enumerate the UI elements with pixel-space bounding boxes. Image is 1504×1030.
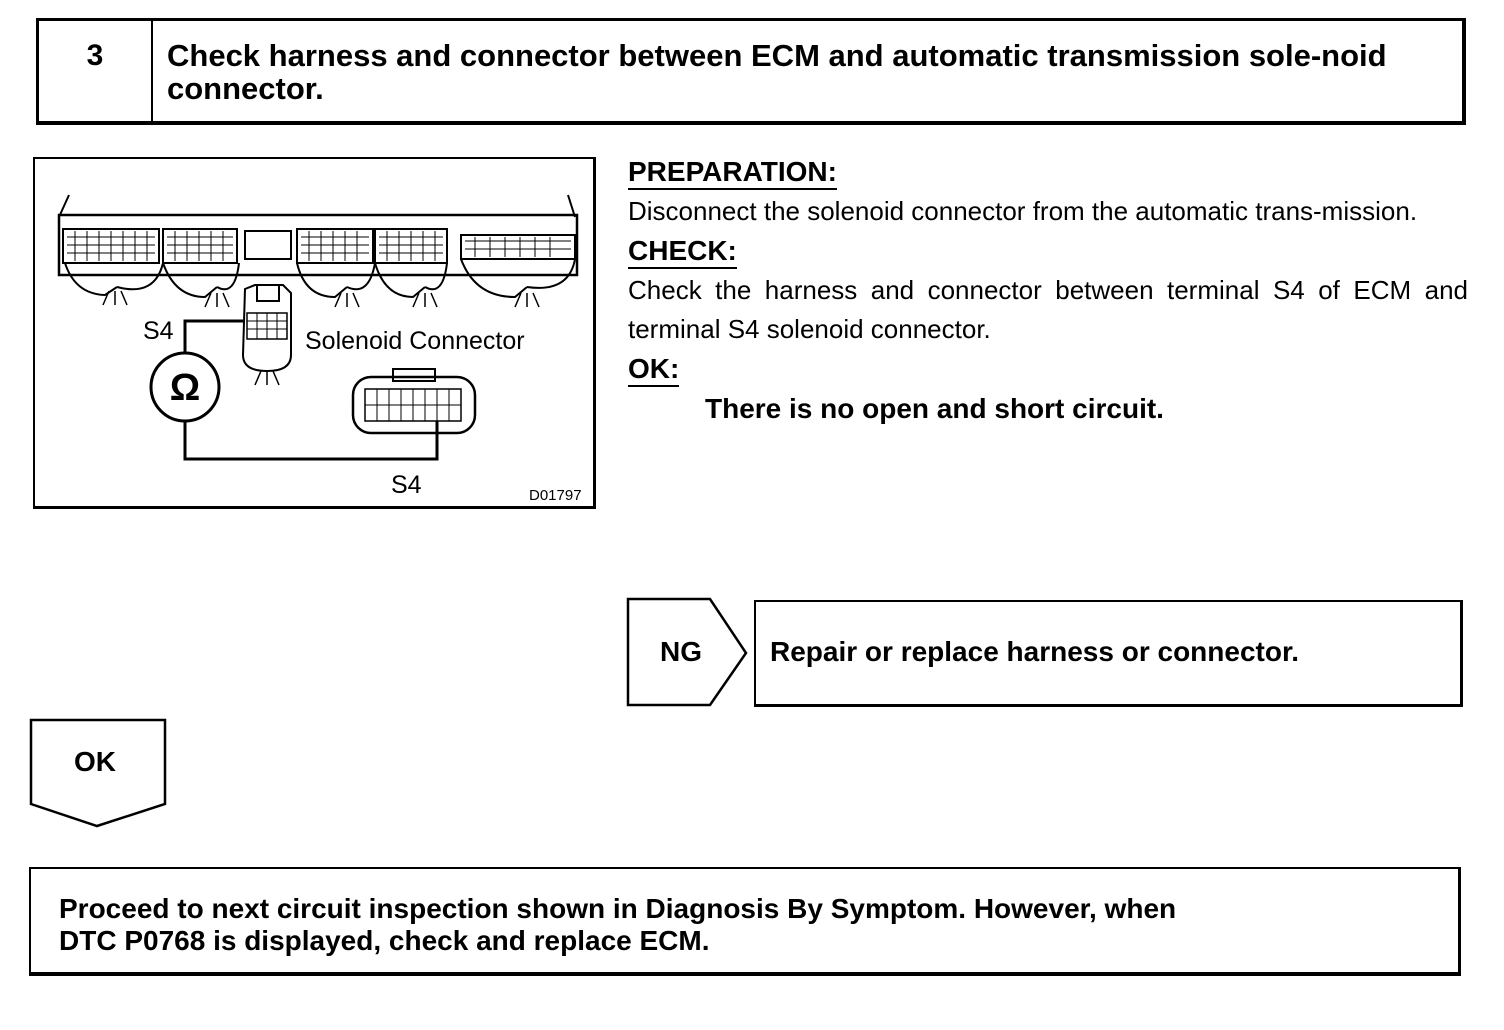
ng-result-box: Repair or replace harness or connector. (754, 600, 1463, 707)
instructions: PREPARATION: Disconnect the solenoid con… (628, 152, 1468, 428)
ok-result-text: There is no open and short circuit. (705, 393, 1164, 424)
preparation-text: Disconnect the solenoid connector from t… (628, 196, 1418, 226)
check-heading: CHECK: (628, 234, 737, 269)
final-action-box: Proceed to next circuit inspection shown… (29, 867, 1461, 976)
figure-code: D01797 (529, 487, 582, 504)
preparation-heading: PREPARATION: (628, 155, 837, 190)
final-line-2: DTC P0768 is displayed, check and replac… (59, 925, 710, 956)
label-s4-solenoid: S4 (391, 471, 422, 499)
label-s4-ecm: S4 (143, 317, 174, 345)
ok-heading: OK: (628, 352, 680, 387)
wiring-diagram: Ω S4 Solenoid Connector S4 D01797 (33, 157, 596, 509)
step-number: 3 (39, 21, 153, 121)
ok-label: OK (74, 746, 116, 777)
label-solenoid-connector: Solenoid Connector (305, 327, 525, 355)
check-text: Check the harness and connector between … (628, 275, 1468, 344)
ng-arrow-icon (626, 597, 748, 707)
ng-label: NG (660, 636, 702, 667)
ok-arrow-icon (29, 718, 167, 828)
step-header: 3 Check harness and connector between EC… (36, 18, 1466, 125)
ecm-connector-icon: Ω (57, 194, 579, 461)
final-line-1: Proceed to next circuit inspection shown… (59, 893, 1177, 924)
step-title: Check harness and connector between ECM … (167, 38, 1387, 106)
ohmmeter-icon: Ω (170, 367, 200, 409)
